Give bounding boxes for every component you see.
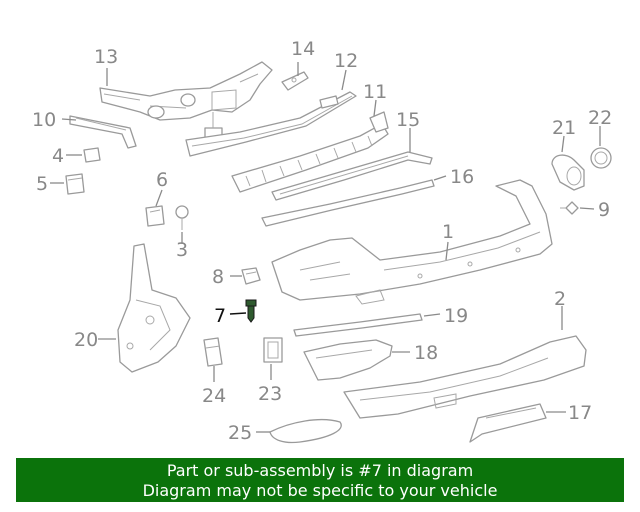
callout-4[interactable]: 4 xyxy=(52,145,64,167)
callout-7[interactable]: 7 xyxy=(214,305,226,327)
part-9-push-pin[interactable] xyxy=(560,201,579,215)
callout-11[interactable]: 11 xyxy=(363,81,387,103)
callout-5[interactable]: 5 xyxy=(36,173,48,195)
callout-1[interactable]: 1 xyxy=(442,221,454,243)
callout-22[interactable]: 22 xyxy=(588,107,612,129)
callout-2[interactable]: 2 xyxy=(554,288,566,310)
part-3-screw[interactable] xyxy=(175,205,189,230)
part-19-strip[interactable] xyxy=(293,313,423,337)
part-23-cover[interactable] xyxy=(263,337,283,363)
banner-line-part-info: Part or sub-assembly is #7 in diagram xyxy=(166,461,474,480)
part-7-bolt[interactable] xyxy=(245,299,257,323)
leader-lines xyxy=(50,62,601,433)
part-4-clip[interactable] xyxy=(83,147,101,163)
callout-10[interactable]: 10 xyxy=(32,109,56,131)
part-12-reinforcement[interactable] xyxy=(185,91,357,157)
part-5-clip[interactable] xyxy=(65,173,85,195)
part-1-bumper-cover[interactable] xyxy=(271,179,553,305)
part-20-bracket-assembly[interactable] xyxy=(117,243,191,373)
callout-15[interactable]: 15 xyxy=(396,109,420,131)
callout-25[interactable]: 25 xyxy=(228,422,252,444)
part-21-sensor[interactable] xyxy=(551,154,585,191)
parts-diagram: 13 14 12 11 15 10 4 5 6 3 16 1 21 22 9 8… xyxy=(32,38,612,444)
part-8-nut[interactable] xyxy=(241,267,261,285)
callout-12[interactable]: 12 xyxy=(334,50,358,72)
callout-19[interactable]: 19 xyxy=(444,305,468,327)
callout-labels: 13 14 12 11 15 10 4 5 6 3 16 1 21 22 9 8… xyxy=(32,38,612,444)
part-25-reflector[interactable] xyxy=(269,419,342,444)
part-2-lower-bumper[interactable] xyxy=(343,335,587,419)
callout-6[interactable]: 6 xyxy=(156,169,168,191)
part-14-bracket[interactable] xyxy=(281,71,309,91)
part-15-trim-strip[interactable] xyxy=(271,151,433,201)
part-11-energy-absorber[interactable] xyxy=(231,111,389,193)
callout-8[interactable]: 8 xyxy=(212,266,224,288)
callout-14[interactable]: 14 xyxy=(291,38,315,60)
callout-9[interactable]: 9 xyxy=(598,199,610,221)
part-24-bracket[interactable] xyxy=(203,337,223,367)
callout-23[interactable]: 23 xyxy=(258,383,282,405)
callout-13[interactable]: 13 xyxy=(94,46,118,68)
callout-24[interactable]: 24 xyxy=(202,385,226,407)
callout-18[interactable]: 18 xyxy=(414,342,438,364)
part-18-bracket[interactable] xyxy=(303,339,393,381)
callout-20[interactable]: 20 xyxy=(74,329,98,351)
info-banner: Part or sub-assembly is #7 in diagram Di… xyxy=(16,458,624,502)
banner-line-disclaimer: Diagram may not be specific to your vehi… xyxy=(142,481,498,500)
callout-16[interactable]: 16 xyxy=(450,166,474,188)
part-6-clip[interactable] xyxy=(145,205,165,227)
part-10-side-bracket[interactable] xyxy=(69,115,137,149)
callout-21[interactable]: 21 xyxy=(552,117,576,139)
part-16-lower-strip[interactable] xyxy=(261,179,435,227)
part-22-grommet[interactable] xyxy=(590,147,612,169)
callout-3[interactable]: 3 xyxy=(176,239,188,261)
callout-17[interactable]: 17 xyxy=(568,402,592,424)
part-17-step-pad[interactable] xyxy=(469,403,547,443)
